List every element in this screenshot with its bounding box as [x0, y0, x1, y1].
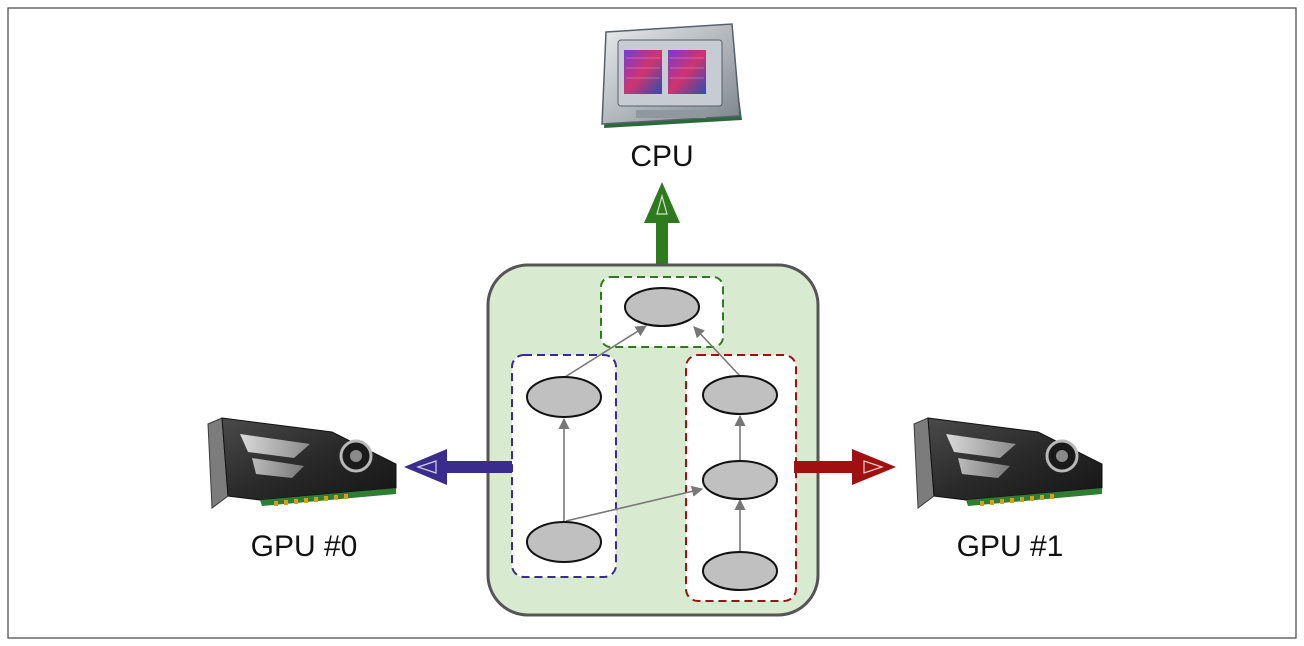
graph-node-gpu0-bottom	[526, 521, 602, 563]
gpu0-placement-arrow	[404, 449, 512, 485]
graph-node-cpu	[624, 287, 700, 327]
graph-node-gpu1-top	[702, 375, 778, 415]
graph-edges	[558, 325, 746, 551]
gpu1-placement-arrow	[794, 449, 896, 485]
graph-edge	[565, 485, 704, 522]
graphics-card-icon	[913, 417, 1103, 509]
gpu0-label: GPU #0	[251, 530, 358, 563]
graphics-card-icon	[207, 417, 397, 509]
cpu-label: CPU	[630, 140, 693, 173]
graph-nodes	[526, 287, 778, 591]
gpu1-label: GPU #1	[957, 530, 1064, 563]
graph-edge	[564, 325, 647, 378]
graph-edge	[693, 326, 741, 377]
graph-node-gpu0-top	[526, 376, 602, 418]
cpu-chip-icon	[601, 23, 742, 128]
graph-node-gpu1-middle	[702, 460, 778, 500]
graph-node-gpu1-bottom	[702, 551, 778, 591]
